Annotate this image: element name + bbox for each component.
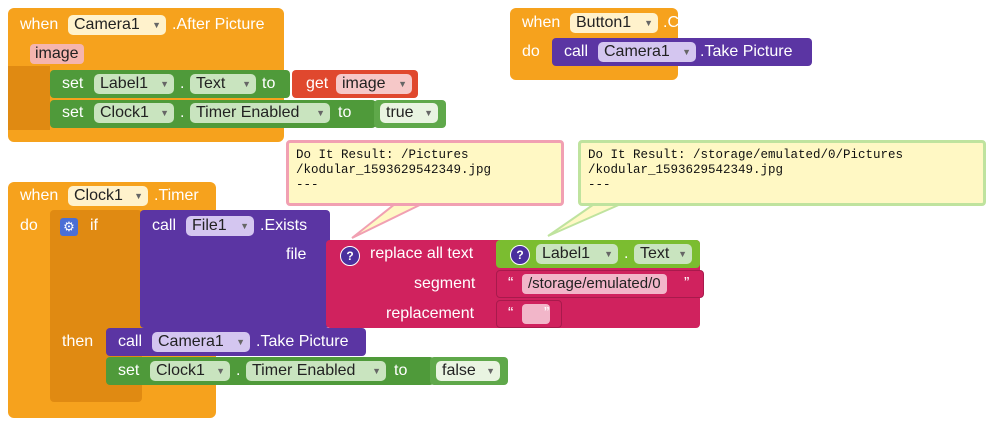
label1-dropdown[interactable]: Label1 [94, 74, 174, 94]
when-keyword: when [522, 14, 561, 31]
camera-component-dropdown[interactable]: Camera1 [68, 15, 166, 35]
pink-comment-text: Do It Result: /Pictures /kodular_1593629… [296, 148, 492, 192]
button1-dropdown[interactable]: Button1 [570, 13, 658, 33]
to-keyword: to [262, 75, 276, 92]
if-keyword: if [90, 217, 98, 234]
file-arg-label: file [286, 246, 307, 263]
close-quote: ” [684, 275, 690, 292]
green-comment-bubble[interactable] [578, 140, 986, 206]
replacement-string-value[interactable] [522, 304, 550, 324]
segment-label: segment [414, 275, 476, 292]
text-prop-dropdown[interactable]: Text [190, 74, 256, 94]
replacement-label: replacement [386, 305, 475, 322]
text-prop-dropdown[interactable]: Text [634, 244, 692, 264]
replace-label: replace all text [370, 245, 474, 262]
method-name: .Take Picture [700, 43, 793, 60]
dot: . [624, 245, 629, 262]
set-keyword: set [62, 75, 84, 92]
help-icon[interactable]: ? [340, 246, 360, 266]
clock1-dropdown[interactable]: Clock1 [94, 103, 174, 123]
then-keyword: then [62, 333, 94, 350]
open-quote: “ [508, 275, 514, 292]
false-dropdown[interactable]: false [436, 361, 500, 381]
get-keyword: get [306, 75, 329, 92]
image-param[interactable]: image [30, 44, 84, 64]
event-name: .Timer [154, 187, 199, 204]
method-name: .Take Picture [256, 333, 349, 350]
dot: . [180, 104, 185, 121]
clock1-dropdown[interactable]: Clock1 [68, 186, 148, 206]
get-variable-dropdown[interactable]: image [336, 74, 412, 94]
set-keyword: set [62, 104, 84, 121]
when-keyword: when [20, 187, 59, 204]
do-slot [8, 66, 50, 130]
event-name: .After Picture [172, 16, 265, 33]
timer-enabled-dropdown[interactable]: Timer Enabled [246, 361, 386, 381]
method-name: .Exists [260, 217, 308, 234]
call-keyword: call [152, 217, 177, 234]
do-keyword: do [20, 217, 38, 234]
clock1-dropdown[interactable]: Clock1 [150, 361, 230, 381]
timer-enabled-dropdown[interactable]: Timer Enabled [190, 103, 330, 123]
set-keyword: set [118, 362, 140, 379]
to-keyword: to [338, 104, 352, 121]
call-keyword: call [118, 333, 143, 350]
close-quote: ” [544, 305, 550, 322]
camera1-dropdown[interactable]: Camera1 [598, 42, 696, 62]
dot: . [236, 362, 241, 379]
pink-comment-bubble[interactable] [286, 140, 564, 206]
green-comment-text: Do It Result: /storage/emulated/0/Pictur… [588, 148, 904, 192]
true-dropdown[interactable]: true [380, 103, 438, 123]
gear-icon[interactable]: ⚙ [60, 218, 78, 236]
to-keyword: to [394, 362, 408, 379]
do-keyword: do [522, 43, 540, 60]
dot: . [180, 75, 185, 92]
camera1-dropdown[interactable]: Camera1 [152, 332, 250, 352]
when-keyword: when [20, 16, 59, 33]
file1-dropdown[interactable]: File1 [186, 216, 254, 236]
segment-string-value[interactable]: /storage/emulated/0 [522, 274, 667, 294]
help-icon[interactable]: ? [510, 245, 530, 265]
label1-dropdown[interactable]: Label1 [536, 244, 618, 264]
event-name: .Click [663, 14, 703, 31]
call-keyword: call [564, 43, 589, 60]
open-quote: “ [508, 305, 514, 322]
